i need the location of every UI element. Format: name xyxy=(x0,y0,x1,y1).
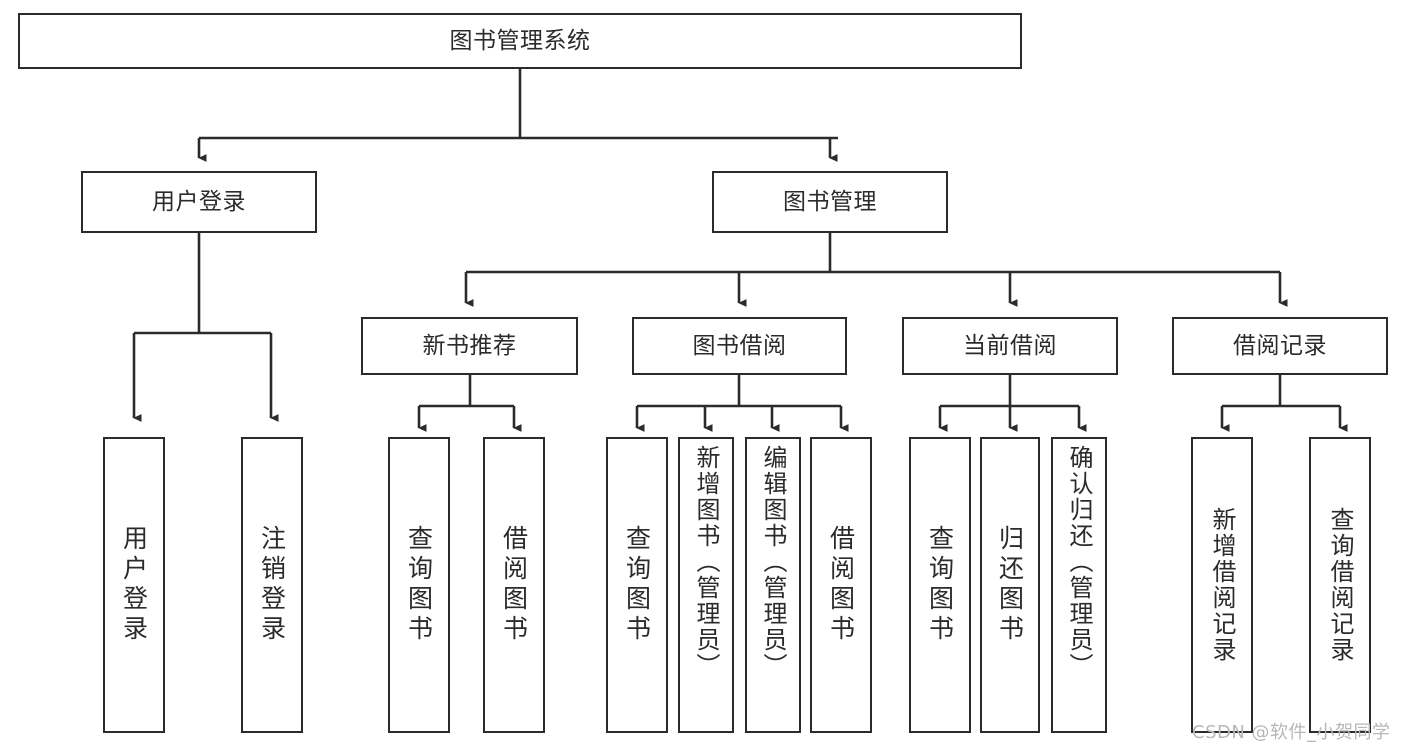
node-label: 图书管理 xyxy=(783,188,877,215)
node-current-borrow[interactable]: 当前借阅 xyxy=(902,317,1118,375)
node-label: 当前借阅 xyxy=(963,332,1057,359)
leaf-query-book-recommend[interactable]: 查询图书 xyxy=(388,437,450,733)
node-label: 用户登录 xyxy=(119,525,149,645)
leaf-query-borrow-record[interactable]: 查询借阅记录 xyxy=(1309,437,1371,733)
leaf-query-book-current[interactable]: 查询图书 xyxy=(909,437,971,733)
leaf-logout[interactable]: 注销登录 xyxy=(241,437,303,733)
node-book-management[interactable]: 图书管理 xyxy=(712,171,948,233)
node-label: 用户登录 xyxy=(152,188,246,215)
leaf-borrow-book-recommend[interactable]: 借阅图书 xyxy=(483,437,545,733)
node-label: 借阅图书 xyxy=(499,525,529,645)
leaf-return-book[interactable]: 归还图书 xyxy=(980,437,1040,733)
node-user-login[interactable]: 用户登录 xyxy=(81,171,317,233)
leaf-user-login[interactable]: 用户登录 xyxy=(103,437,165,733)
leaf-borrow-book[interactable]: 借阅图书 xyxy=(810,437,872,733)
leaf-confirm-return-admin[interactable]: 确认归还（管理员） xyxy=(1051,437,1107,733)
node-label: 新增图书（管理员） xyxy=(692,445,720,679)
node-root-book-management-system[interactable]: 图书管理系统 xyxy=(18,13,1022,69)
node-label: 查询图书 xyxy=(622,525,652,645)
leaf-query-book-borrow[interactable]: 查询图书 xyxy=(606,437,668,733)
node-label: 编辑图书（管理员） xyxy=(759,445,787,679)
node-label: 新增借阅记录 xyxy=(1208,507,1236,663)
node-label: 查询图书 xyxy=(404,525,434,645)
node-label: 归还图书 xyxy=(995,525,1025,645)
node-book-borrow[interactable]: 图书借阅 xyxy=(632,317,847,375)
leaf-add-borrow-record[interactable]: 新增借阅记录 xyxy=(1191,437,1253,733)
leaf-edit-book-admin[interactable]: 编辑图书（管理员） xyxy=(745,437,801,733)
csdn-watermark: CSDN @软件_小贺同学 xyxy=(1192,722,1391,743)
node-borrow-record[interactable]: 借阅记录 xyxy=(1172,317,1388,375)
node-label: 图书借阅 xyxy=(692,332,787,359)
node-label: 新书推荐 xyxy=(422,332,517,359)
node-label: 注销登录 xyxy=(257,525,287,645)
node-label: 确认归还（管理员） xyxy=(1065,445,1093,679)
leaf-add-book-admin[interactable]: 新增图书（管理员） xyxy=(678,437,734,733)
node-new-book-recommend[interactable]: 新书推荐 xyxy=(361,317,578,375)
node-label: 借阅图书 xyxy=(826,525,856,645)
node-label: 查询借阅记录 xyxy=(1326,507,1354,663)
node-label: 查询图书 xyxy=(925,525,955,645)
node-label: 图书管理系统 xyxy=(449,27,591,54)
node-label: 借阅记录 xyxy=(1233,332,1327,359)
